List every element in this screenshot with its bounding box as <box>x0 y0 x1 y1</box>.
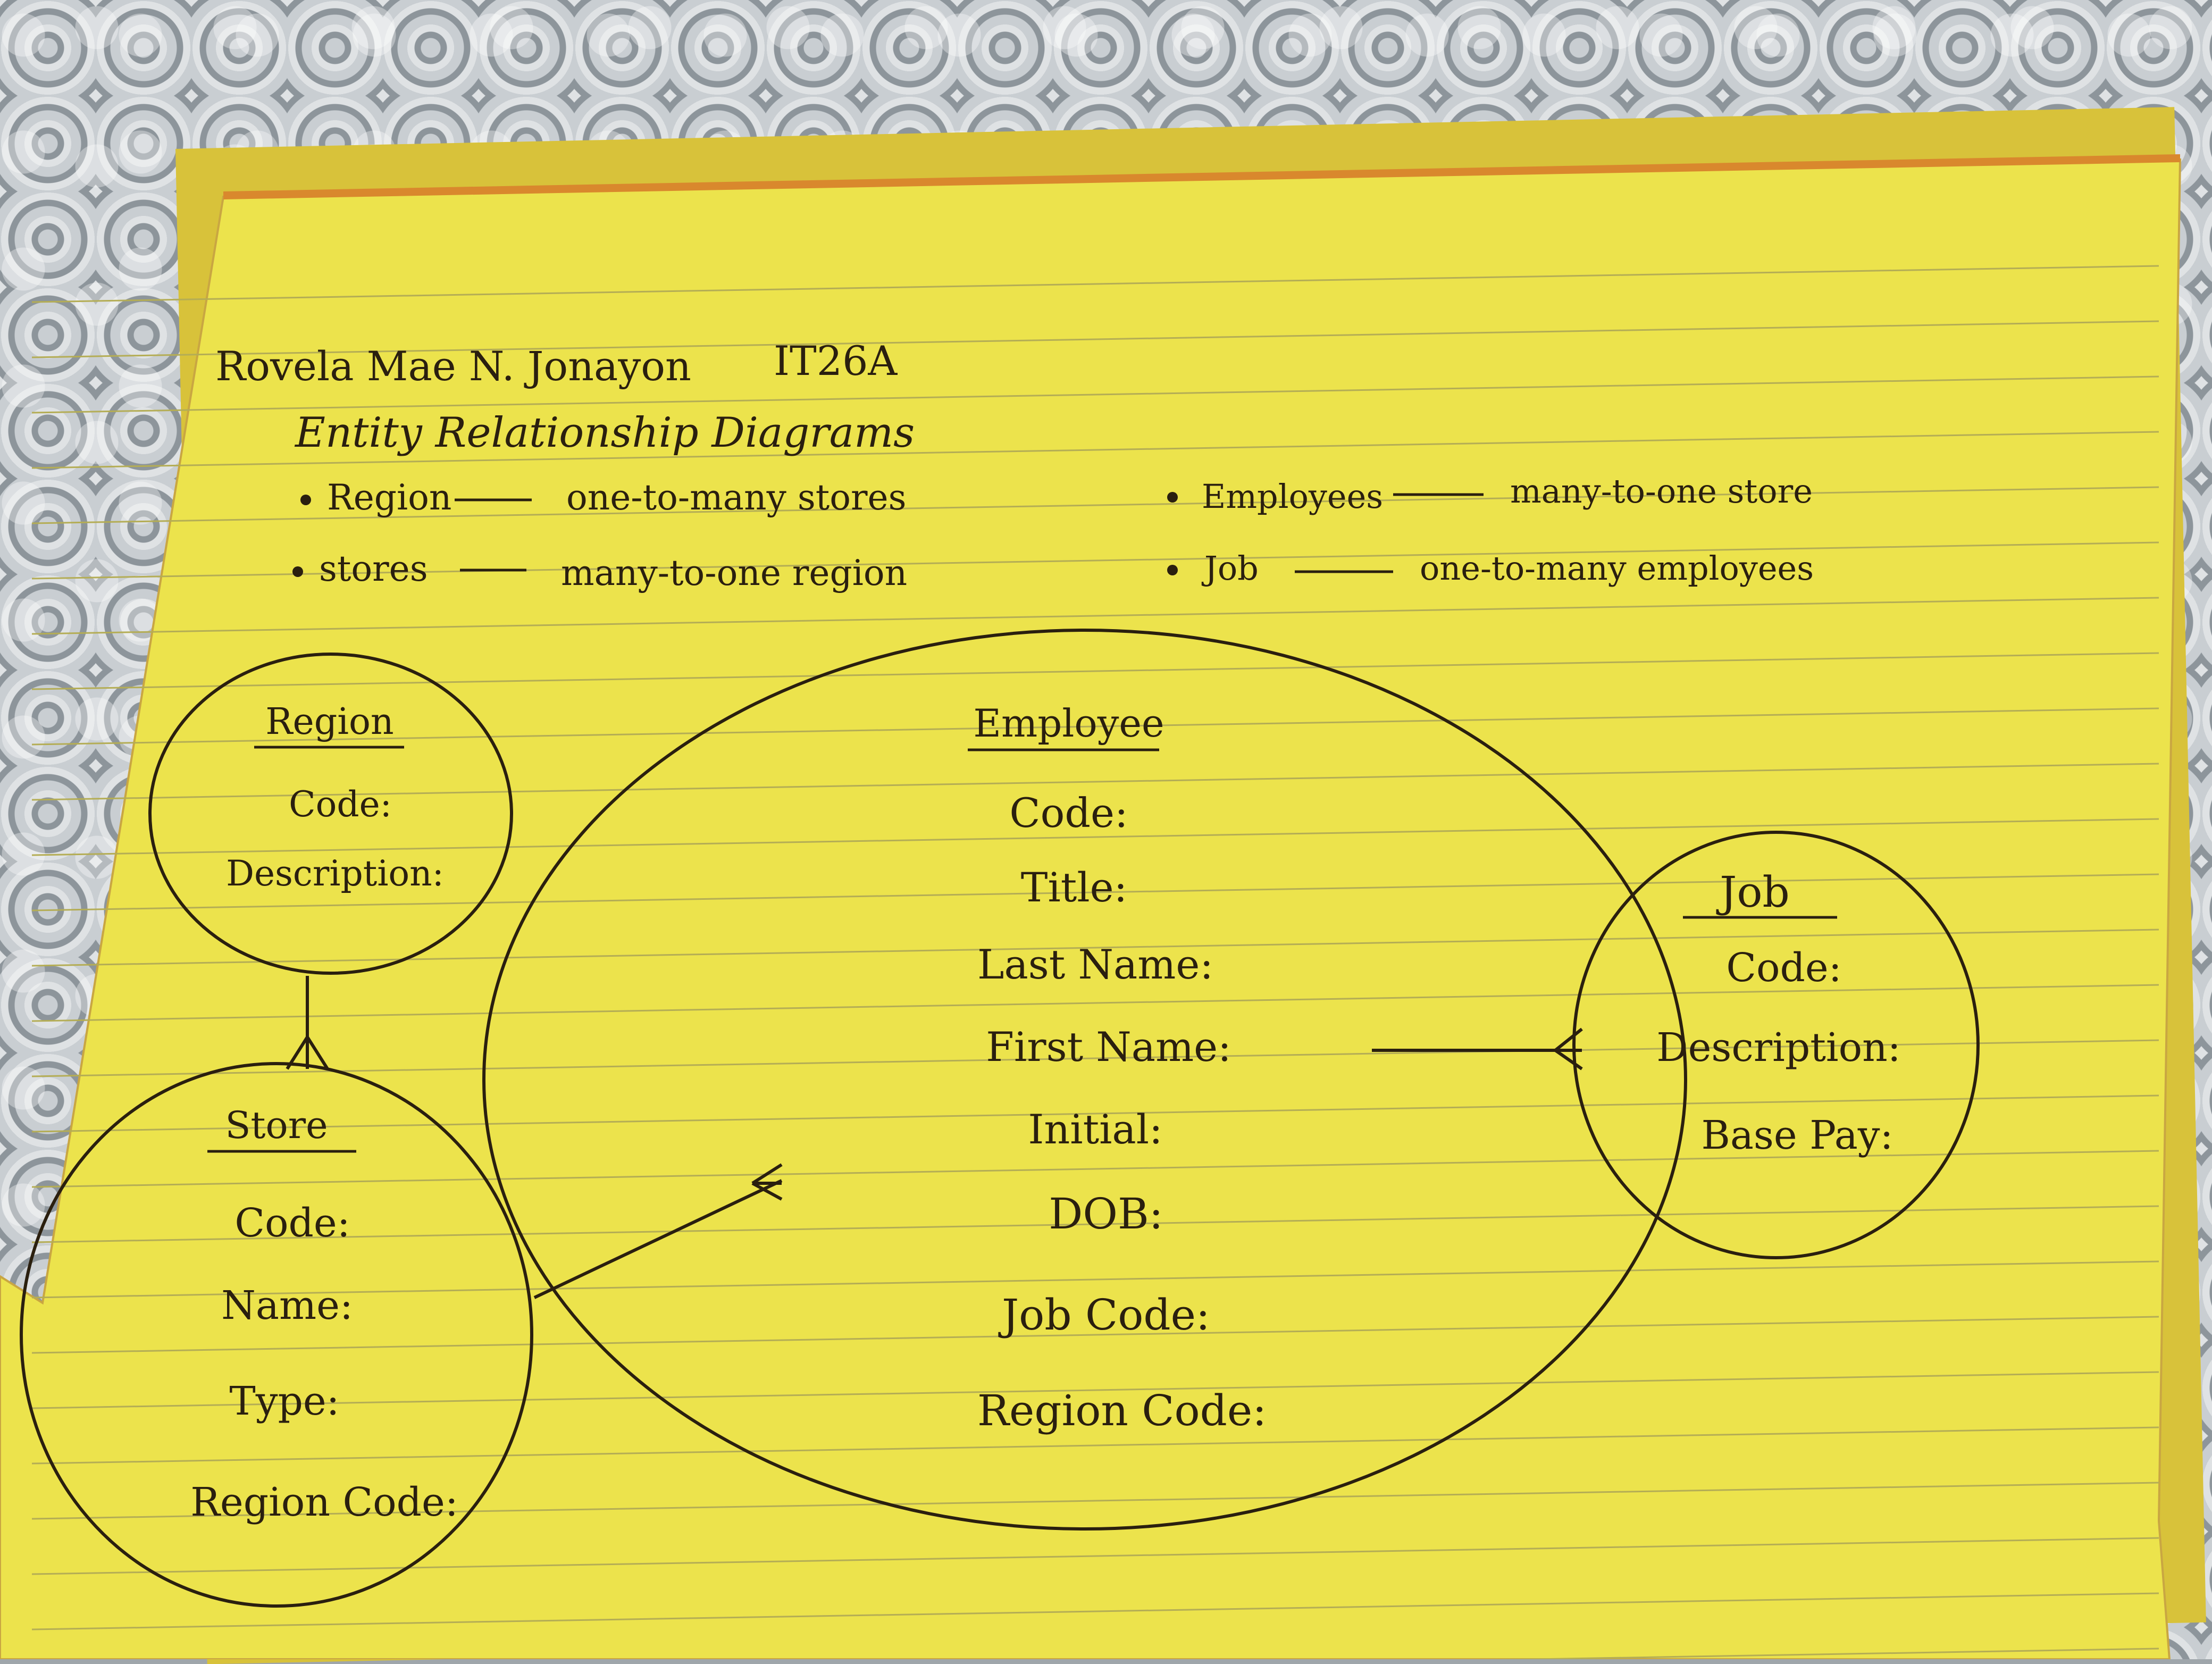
rule-line <box>31 597 2159 635</box>
rule-line <box>31 1537 2159 1575</box>
note-relation: many-to-one region <box>561 553 907 593</box>
notes-list: Region one-to-many stores stores many-to… <box>292 472 1814 593</box>
rule-line <box>31 929 2159 967</box>
bullet-icon <box>300 495 311 505</box>
entity-field: Job Code: <box>998 1290 1210 1340</box>
ruled-lines <box>31 265 2159 1659</box>
rule-line <box>31 1371 2159 1409</box>
crowfoot-employee-store-icon <box>751 1163 783 1201</box>
entity-field: Title: <box>1021 864 1127 911</box>
note-item: Employees many-to-one store <box>1167 472 1813 516</box>
entity-title: Job <box>1716 867 1789 917</box>
note-item: Region one-to-many stores <box>300 477 906 518</box>
entity-field: Code: <box>1726 945 1841 991</box>
entity-field: Type: <box>229 1378 339 1424</box>
rule-line <box>1486 1648 2159 1659</box>
bullet-icon <box>1167 565 1178 575</box>
entity-field: Description: <box>1656 1025 1901 1071</box>
note-entity: stores <box>319 548 428 589</box>
region-entity: Region Code: Description: <box>148 653 513 975</box>
paper-sheet <box>0 158 2182 1659</box>
note-item: stores many-to-one region <box>292 548 907 593</box>
employee-entity: Employee Code: Title: Last Name: First N… <box>482 629 1687 1531</box>
entity-title: Employee <box>973 701 1164 746</box>
rule-line <box>31 652 2159 690</box>
rule-line <box>31 486 2159 524</box>
rule-line <box>31 1260 2159 1299</box>
crowfoot-employee-job-icon <box>1554 1027 1583 1071</box>
note-entity: Employees <box>1202 477 1383 516</box>
entity-field: DOB: <box>1049 1189 1163 1239</box>
rule-line <box>31 984 2159 1022</box>
rule-line <box>31 1150 2159 1188</box>
region-ellipse <box>148 653 513 975</box>
entity-field: Code: <box>1009 789 1128 837</box>
rule-line <box>31 320 2159 358</box>
note-item: Job one-to-many employees <box>1167 549 1814 588</box>
rule-line <box>31 1205 2159 1243</box>
store-entity: Store Code: Name: Type: Region Code: <box>20 1062 533 1608</box>
entity-field: Base Pay: <box>1701 1113 1893 1158</box>
rule-line <box>31 1039 2159 1077</box>
entity-field: Code: <box>234 1200 350 1246</box>
store-employee-line <box>533 1179 783 1299</box>
rule-line <box>31 1316 2159 1354</box>
entity-title: Region <box>265 701 393 743</box>
rule-line <box>31 707 2159 746</box>
entity-field: Code: <box>289 784 392 825</box>
rule-line <box>31 1094 2159 1133</box>
rule-line <box>31 818 2159 856</box>
rule-line <box>31 431 2159 469</box>
entity-field: Description: <box>226 853 444 894</box>
entity-field: Name: <box>221 1283 353 1328</box>
note-relation: many-to-one store <box>1510 472 1813 511</box>
note-entity: Region <box>327 477 451 518</box>
note-entity: Job <box>1201 549 1259 588</box>
job-entity: Job Code: Description: Base Pay: <box>1572 831 1980 1259</box>
author-name: Rovela Mae N. Jonayon <box>215 342 691 390</box>
entity-field: Region Code: <box>977 1386 1267 1435</box>
rule-line <box>31 873 2159 912</box>
paper-top-edge <box>223 154 2180 199</box>
note-relation: one-to-many employees <box>1420 549 1814 588</box>
entity-title: Store <box>225 1103 328 1147</box>
note-relation: one-to-many stores <box>566 477 906 518</box>
rule-line <box>31 1592 2159 1630</box>
rule-line <box>31 541 2159 580</box>
entity-field: Region Code: <box>190 1479 458 1525</box>
page-title: Entity Relationship Diagrams <box>294 409 915 457</box>
entity-field: First Name: <box>986 1023 1231 1071</box>
rule-line <box>31 1482 2159 1520</box>
bullet-icon <box>1167 492 1178 503</box>
employee-ellipse <box>482 629 1687 1531</box>
section-code: IT26A <box>774 337 898 384</box>
entity-field: Initial: <box>1028 1106 1162 1153</box>
rule-line <box>31 763 2159 801</box>
store-ellipse <box>20 1062 533 1608</box>
rule-line <box>31 265 2159 303</box>
bullet-icon <box>292 566 303 577</box>
job-ellipse <box>1572 831 1980 1259</box>
rule-line <box>31 375 2159 414</box>
entity-field: Last Name: <box>977 941 1213 988</box>
rule-line <box>31 1426 2159 1465</box>
